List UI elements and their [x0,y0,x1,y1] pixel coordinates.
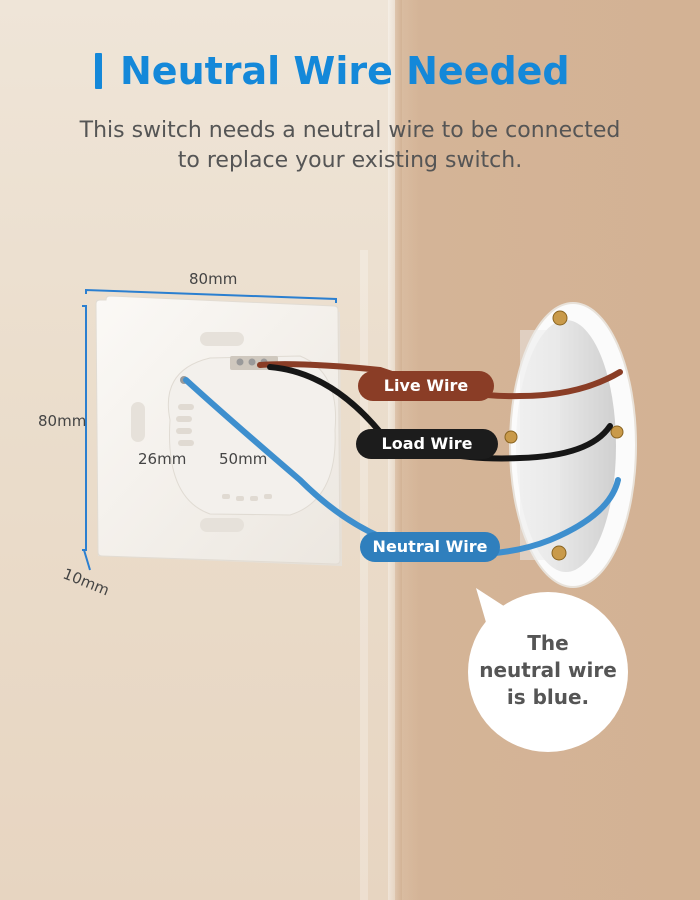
callout-text: The neutral wire is blue. [468,630,628,711]
top-clip-slot [200,332,244,346]
callout-line-3: is blue. [506,685,590,709]
left-clip-slot [131,402,145,442]
callout-line-1: The [527,631,569,655]
depth-dimension-line [83,549,91,571]
callout-bubble [468,588,628,752]
live-wire-label: Live Wire [358,371,494,401]
width-dimension-label: 80mm [189,270,238,288]
box-screws [504,310,624,561]
subtitle: This switch needs a neutral wire to be c… [0,116,700,176]
load-wire-label: Load Wire [356,429,498,459]
height-dimension-label: 80mm [38,412,87,430]
subtitle-line-1: This switch needs a neutral wire to be c… [79,118,621,143]
wall-junction-box [504,302,637,588]
neutral-wire-label: Neutral Wire [360,532,500,562]
inner-diameter-label: 50mm [219,450,268,468]
switch-plate [95,295,342,566]
inner-depth-label: 26mm [138,450,187,468]
header: Neutral Wire Needed [0,46,700,96]
module-vents [176,404,272,501]
callout-line-2: neutral wire [479,658,617,682]
width-dimension-line [85,288,337,303]
subtitle-line-2: to replace your existing switch. [177,148,523,173]
door-frame [360,250,368,900]
page-title: Neutral Wire Needed [120,49,570,93]
bottom-clip-slot [200,518,244,532]
title-accent-bar [95,53,102,89]
